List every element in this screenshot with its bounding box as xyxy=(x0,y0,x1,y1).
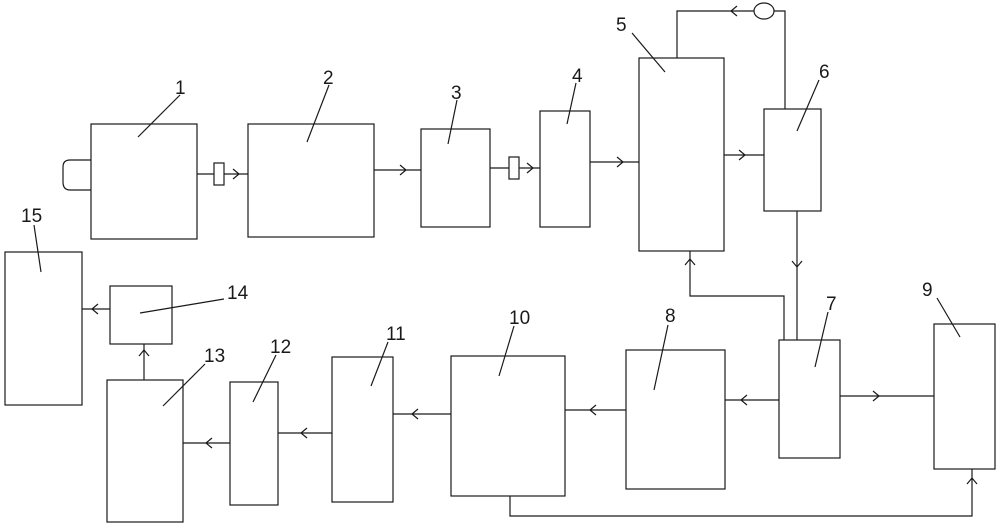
line-7-to-5 xyxy=(684,251,785,340)
label-4: 4 xyxy=(572,66,583,87)
line-13-to-14 xyxy=(138,344,150,380)
block-11 xyxy=(331,356,394,503)
line-6-to-5-recycle xyxy=(676,2,786,109)
leader-2 xyxy=(306,84,330,143)
line-10-to-11 xyxy=(393,408,451,420)
block-1-rect xyxy=(90,123,198,240)
block-14 xyxy=(109,285,173,345)
block-2 xyxy=(247,123,375,238)
line-10-to-9 xyxy=(509,469,978,517)
line-14-to-15 xyxy=(82,303,110,315)
line-4-to-5 xyxy=(590,156,639,168)
label-7: 7 xyxy=(826,294,837,315)
line-11-to-12 xyxy=(278,427,332,439)
block-15 xyxy=(4,251,83,406)
leader-12 xyxy=(252,354,277,403)
label-11: 11 xyxy=(386,324,406,345)
block-6 xyxy=(763,108,822,212)
leader-5 xyxy=(631,32,666,73)
leader-11 xyxy=(370,341,389,387)
leader-15 xyxy=(33,224,42,273)
leader-13 xyxy=(162,363,206,407)
block-12 xyxy=(229,381,279,506)
block-9 xyxy=(933,323,996,470)
label-8: 8 xyxy=(665,306,676,327)
label-9: 9 xyxy=(922,280,933,301)
block-1-inlet-nozzle xyxy=(62,159,91,191)
leader-9 xyxy=(936,297,961,338)
block-4 xyxy=(539,110,591,228)
valve-icon xyxy=(213,162,225,186)
leader-10 xyxy=(498,325,515,377)
leader-7 xyxy=(814,311,829,368)
pump-icon xyxy=(753,2,775,20)
line-3-to-4 xyxy=(490,156,540,180)
label-14: 14 xyxy=(227,283,249,304)
block-3 xyxy=(420,128,491,228)
block-1 xyxy=(62,123,198,240)
line-8-to-10 xyxy=(565,404,626,416)
label-2: 2 xyxy=(323,68,334,89)
block-10 xyxy=(450,355,566,497)
label-13: 13 xyxy=(204,346,225,367)
label-6: 6 xyxy=(819,62,830,83)
label-12: 12 xyxy=(270,337,291,358)
leader-14 xyxy=(139,298,225,314)
valve-icon xyxy=(508,156,520,180)
label-3: 3 xyxy=(451,83,462,104)
line-2-to-3 xyxy=(374,164,421,176)
block-8 xyxy=(625,349,726,490)
label-1: 1 xyxy=(175,78,186,99)
leader-8 xyxy=(653,324,669,391)
block-5 xyxy=(638,57,725,252)
label-5: 5 xyxy=(616,15,627,36)
label-15: 15 xyxy=(21,206,42,227)
line-7-to-8 xyxy=(725,394,779,406)
line-12-to-13 xyxy=(183,437,230,449)
leader-1 xyxy=(137,94,181,138)
label-10: 10 xyxy=(509,308,530,329)
block-7 xyxy=(778,339,841,459)
leader-6 xyxy=(796,79,820,132)
line-6-to-7 xyxy=(791,211,803,340)
leader-3 xyxy=(447,99,458,145)
line-7-to-9 xyxy=(840,390,934,402)
line-5-to-6 xyxy=(724,149,764,161)
block-13 xyxy=(106,379,184,523)
line-1-to-2 xyxy=(197,162,248,186)
leader-4 xyxy=(566,82,577,125)
